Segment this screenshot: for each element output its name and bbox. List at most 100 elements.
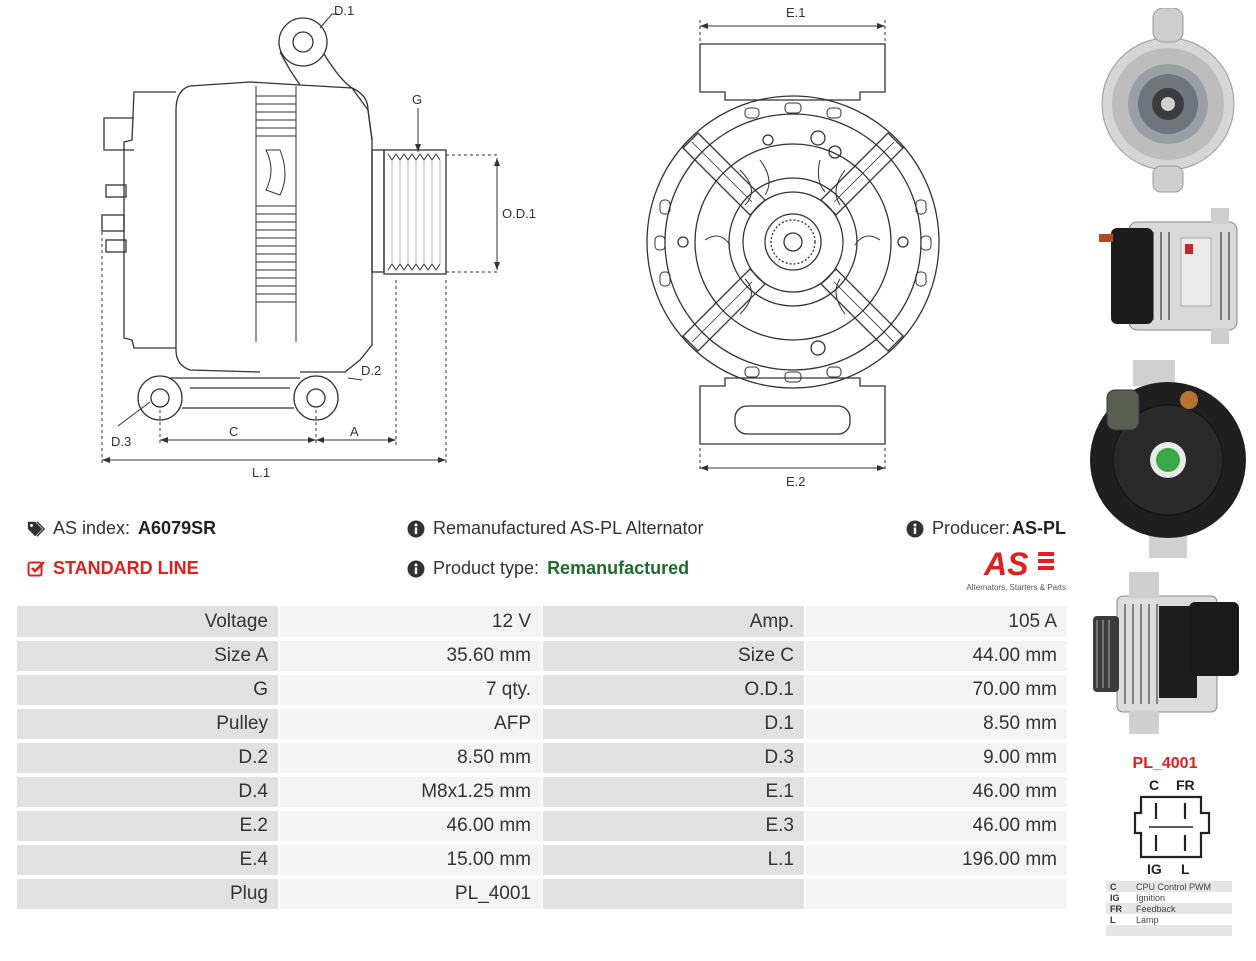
- label-e2: E.2: [786, 474, 806, 489]
- spec-label: O.D.1: [541, 672, 806, 709]
- legend-key: IG: [1110, 892, 1120, 903]
- logo-tagline: Alternators, Starters & Parts: [966, 583, 1066, 592]
- spec-label: D.1: [541, 706, 806, 743]
- label-d3: D.3: [111, 434, 131, 449]
- producer: Producer: AS-PL: [906, 518, 1066, 539]
- legend-desc: CPU Control PWM: [1132, 881, 1232, 892]
- legend-desc: Lamp: [1136, 914, 1159, 925]
- product-type-label: Product type:: [433, 558, 540, 578]
- spec-label: Voltage: [15, 604, 280, 641]
- product-photo-rear[interactable]: [1089, 360, 1247, 560]
- legend-key: C: [1106, 881, 1132, 892]
- spec-value: 46.00 mm: [804, 808, 1069, 845]
- label-d2: D.2: [361, 363, 381, 378]
- spec-label: E.1: [541, 774, 806, 811]
- plug-pin-top-2: FR: [1176, 777, 1195, 793]
- spec-label: Amp.: [541, 604, 806, 641]
- product-line: STANDARD LINE: [27, 558, 199, 579]
- label-od1: O.D.1: [502, 206, 536, 221]
- plug-pin-bottom-1: IG: [1147, 861, 1162, 877]
- label-d1: D.1: [334, 3, 354, 18]
- brand-logo: AS Alternators, Starters & Parts: [960, 546, 1070, 592]
- product-photo-front[interactable]: [1089, 8, 1247, 193]
- legend-desc: Ignition: [1136, 892, 1166, 903]
- as-index: AS index: A6079SR: [27, 518, 216, 539]
- svg-text:AS: AS: [983, 546, 1029, 578]
- label-c: C: [229, 424, 238, 439]
- spec-value: 12 V: [278, 604, 543, 641]
- spec-value: PL_4001: [278, 876, 543, 913]
- spec-label: D.2: [15, 740, 280, 777]
- spec-label: E.3: [541, 808, 806, 845]
- producer-value: AS-PL: [1012, 518, 1067, 538]
- spec-value: 9.00 mm: [804, 740, 1069, 777]
- spec-label: Size C: [541, 638, 806, 675]
- producer-label: Producer:: [932, 518, 1011, 538]
- spec-label: G: [15, 672, 280, 709]
- as-logo-mark: AS: [983, 546, 1054, 582]
- spec-value: 8.50 mm: [278, 740, 543, 777]
- spec-value: 196.00 mm: [804, 842, 1069, 879]
- legend-key: FR: [1106, 903, 1132, 914]
- line-label: STANDARD LINE: [53, 558, 199, 578]
- label-e1: E.1: [786, 5, 806, 20]
- product-photo-top[interactable]: [1089, 568, 1247, 738]
- label-a: A: [350, 424, 359, 439]
- spec-label: E.2: [15, 808, 280, 845]
- as-index-value: A6079SR: [138, 518, 217, 538]
- plug-diagram: C FR IG L: [1133, 777, 1211, 877]
- spec-label: Plug: [15, 876, 280, 913]
- label-l1: L.1: [252, 465, 270, 480]
- spec-value: 105 A: [804, 604, 1069, 641]
- spec-value: [804, 876, 1069, 913]
- legend-key: [1106, 925, 1132, 936]
- spec-value: 46.00 mm: [278, 808, 543, 845]
- spec-label: D.3: [541, 740, 806, 777]
- product-photo-side[interactable]: [1089, 202, 1247, 352]
- spec-value: 35.60 mm: [278, 638, 543, 675]
- info-circle-icon: [407, 560, 425, 577]
- plug-pin-top-1: C: [1149, 777, 1159, 793]
- legend-row: L Lamp: [1106, 914, 1232, 925]
- product-type: Product type: Remanufactured: [407, 558, 689, 579]
- as-index-label: AS index:: [53, 518, 131, 538]
- spec-label: Size A: [15, 638, 280, 675]
- spec-label: [541, 876, 806, 913]
- spec-value: 70.00 mm: [804, 672, 1069, 709]
- spec-label: E.4: [15, 842, 280, 879]
- product-description: Remanufactured AS-PL Alternator: [407, 518, 703, 539]
- front-view-drawing: E.1 E.2: [646, 5, 940, 489]
- product-type-value: Remanufactured: [547, 558, 690, 578]
- info-circle-icon: [407, 520, 425, 537]
- checkbox-icon: [27, 560, 45, 576]
- label-g: G: [412, 92, 422, 107]
- plug-pin-bottom-2: L: [1181, 861, 1190, 877]
- spec-value: M8x1.25 mm: [278, 774, 543, 811]
- spec-value: 46.00 mm: [804, 774, 1069, 811]
- legend-desc: [1132, 925, 1232, 936]
- spec-label: Pulley: [15, 706, 280, 743]
- spec-value: 7 qty.: [278, 672, 543, 709]
- spec-label: D.4: [15, 774, 280, 811]
- description-text: Remanufactured AS-PL Alternator: [433, 518, 704, 538]
- legend-row: [1106, 925, 1232, 936]
- info-circle-icon: [906, 520, 924, 537]
- legend-row: IG Ignition: [1106, 892, 1232, 903]
- plug-title: PL_4001: [1132, 755, 1198, 772]
- legend-key: L: [1110, 914, 1116, 925]
- legend-desc: Feedback: [1132, 903, 1232, 914]
- spec-value: AFP: [278, 706, 543, 743]
